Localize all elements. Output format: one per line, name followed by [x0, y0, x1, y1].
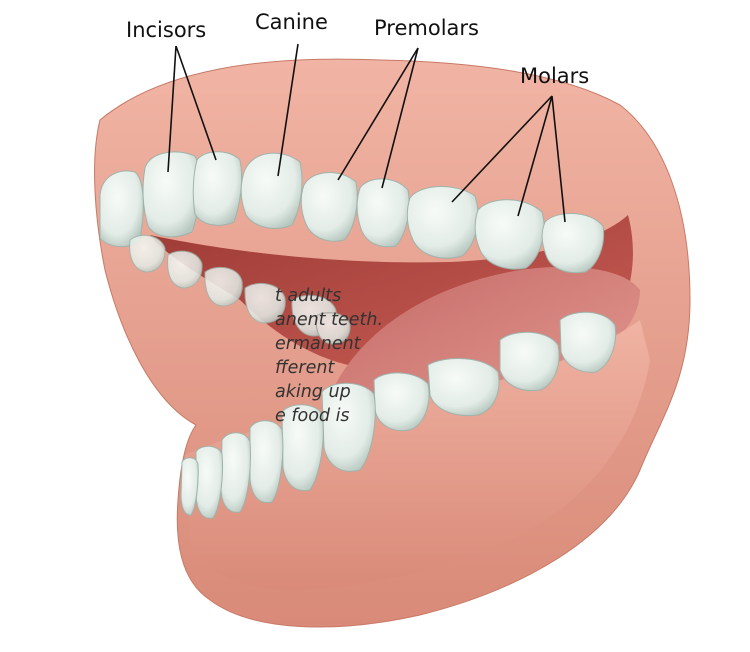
tooth-inner-2 [168, 251, 203, 288]
tooth-molar-1 [407, 186, 478, 258]
tooth-molar-2 [475, 200, 544, 269]
tooth-molar-3 [542, 213, 604, 272]
caption-text: t adults anent teeth. ermanent fferent a… [275, 284, 535, 444]
label-canine: Canine [255, 12, 328, 33]
tooth-canine [241, 153, 302, 228]
tooth-premolar-1 [301, 173, 357, 242]
caption-line: anent teeth. [275, 308, 535, 332]
tooth-incisor-2 [193, 152, 241, 226]
caption-line: ermanent [275, 332, 535, 356]
tooth-upper-1 [100, 171, 143, 247]
label-premolars: Premolars [374, 18, 479, 39]
caption-line: t adults [275, 284, 535, 308]
tooth-incisor-1 [143, 152, 200, 237]
tooth-premolar-2 [357, 179, 409, 247]
caption-line: e food is [275, 404, 535, 428]
caption-line: fferent [275, 356, 535, 380]
label-molars: Molars [520, 66, 589, 87]
caption-line: aking up [275, 380, 535, 404]
label-incisors: Incisors [126, 20, 206, 41]
